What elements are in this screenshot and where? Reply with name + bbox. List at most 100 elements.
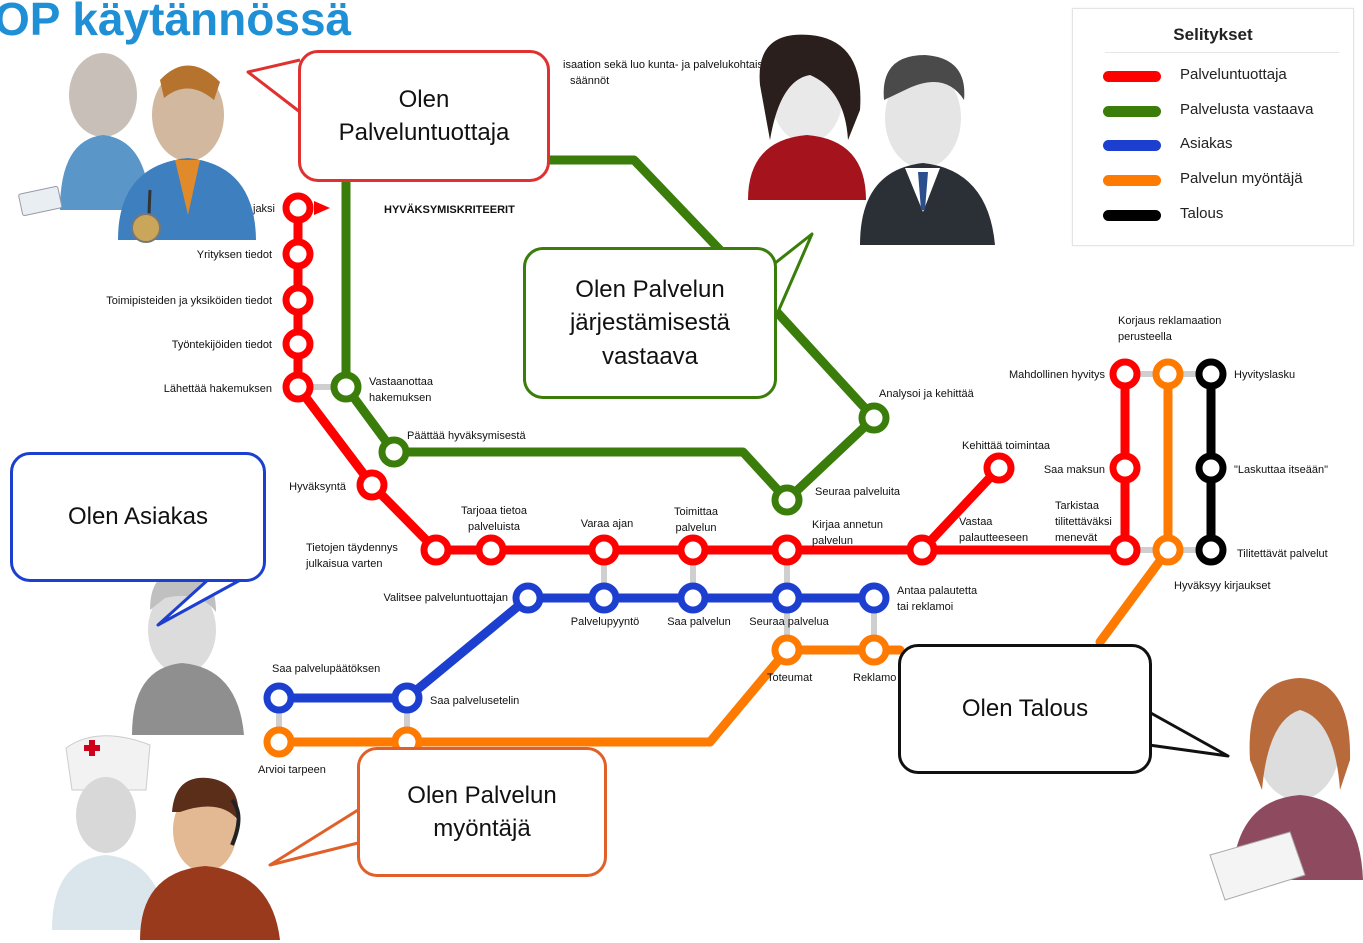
label-jaksi: jaksi (252, 203, 275, 215)
legend-swatch (1103, 71, 1161, 82)
label-vastaa-2: palautteeseen (959, 532, 1028, 544)
station-tarkistaa[interactable] (1109, 534, 1141, 566)
line-start-arrow (314, 201, 330, 215)
station-jaksi[interactable] (282, 192, 314, 224)
station-arvioi-tarpeen[interactable] (263, 726, 295, 758)
station-valitsee-palveluntuottajan[interactable] (512, 582, 544, 614)
top-note-line-2: säännöt (570, 75, 609, 87)
station-antaa-palautetta[interactable] (858, 582, 890, 614)
station-kirjaa-palvelun[interactable] (771, 534, 803, 566)
label-hyvityslasku: Hyvityslasku (1234, 369, 1295, 381)
label-tietojen-2: julkaisua varten (305, 558, 382, 570)
station-analysoi-ja-kehittaa[interactable] (858, 402, 890, 434)
station-toteumat[interactable] (771, 634, 803, 666)
station-tyontekijoiden-tiedot[interactable] (282, 328, 314, 360)
label-analysoi: Analysoi ja kehittää (879, 388, 975, 400)
label-laskuttaa: "Laskuttaa itseään" (1234, 464, 1328, 476)
label-toimittaa-2: palvelun (676, 522, 717, 534)
legend-title: Selitykset (1173, 25, 1253, 44)
bubble-vastaava-line-1: Olen Palvelun (575, 276, 725, 304)
station-toimipisteiden-tiedot[interactable] (282, 284, 314, 316)
station-hyvityslasku[interactable] (1195, 358, 1227, 390)
station-mahdollinen-hyvitys[interactable] (1109, 358, 1141, 390)
station-palvelupyynto[interactable] (588, 582, 620, 614)
station-hyvaksyy-kirjaukset[interactable] (1152, 534, 1184, 566)
bubble-vastaava-line-2: järjestämisestä (569, 309, 731, 337)
label-seuraa-palvelua: Seuraa palvelua (749, 616, 829, 628)
label-kehittaa: Kehittää toimintaa (962, 440, 1051, 452)
legend: Selitykset Palveluntuottaja Palvelusta v… (1072, 8, 1354, 246)
station-tietojen-taydennys[interactable] (420, 534, 452, 566)
bubble-palvelusta-vastaava: Olen Palvelun järjestämisestä vastaava (523, 247, 777, 399)
bubble-palveluntuottaja-line-2: Palveluntuottaja (338, 119, 510, 146)
legend-swatch (1103, 140, 1161, 151)
bubble-talous: Olen Talous (898, 644, 1152, 774)
label-tarjoaa-2: palveluista (468, 521, 521, 533)
label-mahdollinen: Mahdollinen hyvitys (1009, 369, 1105, 381)
label-antaa-1: Antaa palautetta (897, 585, 978, 597)
station-reklamaatiot[interactable] (858, 634, 890, 666)
station-varaa-ajan[interactable] (588, 534, 620, 566)
legend-label: Palvelun myöntäjä (1180, 170, 1303, 187)
legend-item-palvelusta-vastaava: Palvelusta vastaava (1103, 99, 1343, 125)
label-valitsee: Valitsee palveluntuottajan (383, 592, 508, 604)
top-note-line-1: isaation sekä luo kunta- ja palvelukohta… (563, 59, 763, 71)
legend-divider (1105, 52, 1339, 53)
station-vastaanottaa-hakemuksen[interactable] (330, 371, 362, 403)
station-lahettaa-hakemuksen[interactable] (282, 371, 314, 403)
station-laskuttaa-itseaan[interactable] (1195, 452, 1227, 484)
label-seuraa-palveluita: Seuraa palveluita (815, 486, 901, 498)
label-vastaanottaa-1: Vastaanottaa (369, 376, 434, 388)
station-saa-palvelupaatoksen[interactable] (263, 682, 295, 714)
station-vastaa-palautteeseen[interactable] (906, 534, 938, 566)
bubble-vastaava-line-3: vastaava (601, 342, 699, 370)
station-tarjoaa-tietoa[interactable] (475, 534, 507, 566)
legend-swatch (1103, 175, 1161, 186)
station-korjaus-reklamaation[interactable] (1152, 358, 1184, 390)
label-tarkistaa-1: Tarkistaa (1055, 500, 1100, 512)
station-paattaa-hyvaksymisesta[interactable] (378, 436, 410, 468)
station-labels: isaation sekä luo kunta- ja palvelukohta… (106, 59, 1328, 776)
label-reklamo: Reklamo (853, 672, 896, 684)
label-arvioi: Arvioi tarpeen (258, 764, 326, 776)
label-palvelupyynto: Palvelupyyntö (571, 616, 640, 628)
label-toteumat: Toteumat (767, 672, 812, 684)
legend-swatch (1103, 106, 1161, 117)
label-kirjaa-2: palvelun (812, 535, 853, 547)
label-tarkistaa-3: menevät (1055, 532, 1097, 544)
station-seuraa-palvelua[interactable] (771, 582, 803, 614)
station-saa-maksun[interactable] (1109, 452, 1141, 484)
legend-label: Asiakas (1180, 135, 1233, 152)
station-kehittaa-toimintaa[interactable] (983, 452, 1015, 484)
label-vastaa-1: Vastaa (959, 516, 993, 528)
label-tietojen-1: Tietojen täydennys (306, 542, 398, 554)
label-toimittaa-1: Toimittaa (674, 506, 719, 518)
label-korjaus-2: perusteella (1118, 331, 1173, 343)
label-saa-maksun: Saa maksun (1044, 464, 1105, 476)
station-yrityksen-tiedot[interactable] (282, 238, 314, 270)
label-lahettaa-hakemuksen: Lähettää hakemuksen (164, 383, 272, 395)
legend-label: Palvelusta vastaava (1180, 101, 1314, 118)
label-vastaanottaa-2: hakemuksen (369, 392, 431, 404)
station-hyvaksynta[interactable] (356, 469, 388, 501)
label-korjaus-1: Korjaus reklamaation (1118, 315, 1221, 327)
bubble-myontaja-line-1: Olen Palvelun (407, 781, 557, 809)
station-seuraa-palveluita[interactable] (771, 484, 803, 516)
legend-label: Talous (1180, 205, 1224, 222)
legend-item-asiakas: Asiakas (1103, 133, 1343, 159)
station-saa-palvelusetelin[interactable] (391, 682, 423, 714)
label-hyvaksyy: Hyväksyy kirjaukset (1174, 580, 1271, 592)
bubble-asiakas: Olen Asiakas (10, 452, 266, 582)
label-saa-seteli: Saa palvelusetelin (430, 695, 519, 707)
station-saa-palvelun[interactable] (677, 582, 709, 614)
legend-swatch (1103, 210, 1161, 221)
page-title: OP käytännössä (0, 0, 352, 45)
label-tilitettavat: Tilitettävät palvelut (1237, 548, 1328, 560)
station-toimittaa-palvelun[interactable] (677, 534, 709, 566)
station-tilitettavat-palvelut[interactable] (1195, 534, 1227, 566)
label-kirjaa-1: Kirjaa annetun (812, 519, 883, 531)
legend-item-talous: Talous (1103, 203, 1343, 229)
